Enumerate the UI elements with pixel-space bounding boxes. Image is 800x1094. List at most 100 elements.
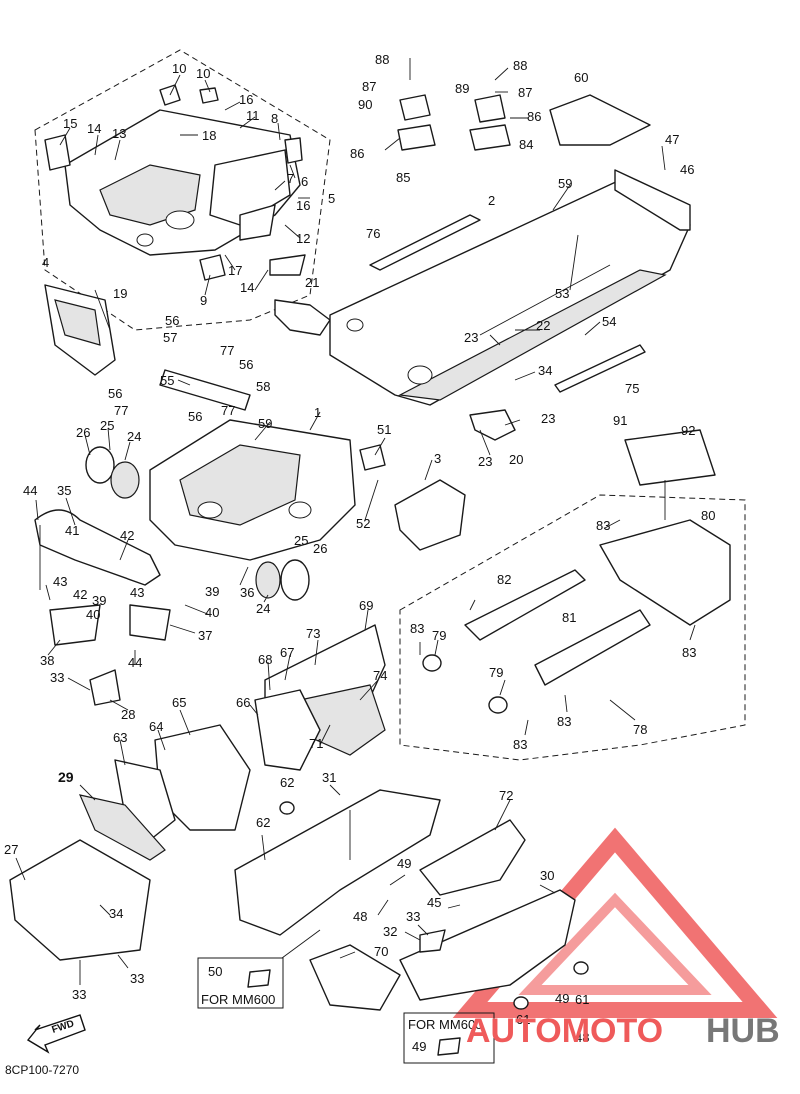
grommet-61a (513, 996, 529, 1010)
forward-arrow-icon: FWD (26, 1014, 86, 1054)
plate-51 (359, 444, 386, 471)
watermark-wordmark: AUTOMOTO HUB (466, 1012, 780, 1050)
callout-22: 22 (536, 318, 550, 333)
callout-25b: 25 (294, 533, 308, 548)
callout-83b: 83 (410, 621, 424, 636)
callout-16a: 16 (239, 92, 253, 107)
callout-83d: 83 (557, 714, 571, 729)
callout-43b: 43 (130, 585, 144, 600)
callout-31: 31 (322, 770, 336, 785)
callout-6: 6 (301, 174, 308, 189)
bracket-28 (89, 669, 121, 706)
belly-pan-30 (399, 889, 576, 1001)
callout-83e: 83 (513, 737, 527, 752)
callout-39a: 39 (205, 584, 219, 599)
callout-10a: 10 (172, 61, 186, 76)
callout-51: 51 (377, 422, 391, 437)
callout-91: 91 (613, 413, 627, 428)
callout-58: 58 (256, 379, 270, 394)
callout-9: 9 (200, 293, 207, 308)
callout-33d: 33 (406, 909, 420, 924)
callout-20: 20 (509, 452, 523, 467)
callout-24a: 24 (127, 429, 141, 444)
boot-24-25-upper (85, 446, 140, 499)
callout-79b: 79 (489, 665, 503, 680)
tunnel-frame-2 (329, 179, 691, 406)
callout-53: 53 (555, 286, 569, 301)
callout-77c: 77 (221, 403, 235, 418)
callout-18: 18 (202, 128, 216, 143)
callout-40a: 40 (205, 605, 219, 620)
group-outline-rear-cover (399, 494, 746, 761)
callout-57: 57 (163, 330, 177, 345)
callout-45: 45 (427, 895, 441, 910)
callout-43a: 43 (53, 574, 67, 589)
callout-82: 82 (497, 572, 511, 587)
callout-24b: 24 (256, 601, 270, 616)
mount-90 (399, 94, 431, 121)
callout-33c: 33 (72, 987, 86, 1002)
callout-88a: 88 (375, 52, 389, 67)
callout-77a: 77 (220, 343, 234, 358)
callout-77b: 77 (114, 403, 128, 418)
callout-86b: 86 (527, 109, 541, 124)
callout-29: 29 (58, 769, 74, 785)
callout-7: 7 (287, 171, 294, 186)
callout-60: 60 (574, 70, 588, 85)
callout-56b: 56 (108, 386, 122, 401)
diagram-code: 8CP100-7270 (5, 1063, 79, 1077)
callout-70: 70 (374, 944, 388, 959)
callout-85: 85 (396, 170, 410, 185)
callout-48b: 48 (575, 1030, 589, 1045)
callout-38: 38 (40, 653, 54, 668)
callout-84: 84 (519, 137, 533, 152)
callout-78: 78 (633, 722, 647, 737)
bumper-79a (422, 654, 442, 672)
callout-14b: 14 (240, 280, 254, 295)
callout-44a: 44 (23, 483, 37, 498)
callout-26b: 26 (313, 541, 327, 556)
callout-35: 35 (57, 483, 71, 498)
callout-72: 72 (499, 788, 513, 803)
callout-34b: 34 (538, 363, 552, 378)
mount-89 (474, 94, 506, 123)
callout-23c: 23 (478, 454, 492, 469)
callout-54: 54 (602, 314, 616, 329)
callout-62b: 62 (256, 815, 270, 830)
callout-21: 21 (305, 275, 319, 290)
group-outline-front-frame (34, 49, 331, 331)
callout-23b: 23 (541, 411, 555, 426)
pad-60 (549, 94, 651, 146)
callout-59a: 59 (558, 176, 572, 191)
leader-lines (15, 58, 696, 985)
callout-42b: 42 (73, 587, 87, 602)
callout-63: 63 (113, 730, 127, 745)
callout-92: 92 (681, 423, 695, 438)
callout-79a: 79 (432, 628, 446, 643)
callout-17: 17 (228, 263, 242, 278)
callout-81: 81 (562, 610, 576, 625)
callout-61b: 61 (575, 992, 589, 1007)
callout-89: 89 (455, 81, 469, 96)
callout-28: 28 (121, 707, 135, 722)
strip-76 (369, 214, 481, 271)
nose-27 (9, 839, 151, 961)
cover-80 (599, 519, 731, 626)
callout-86a: 86 (350, 146, 364, 161)
callout-75: 75 (625, 381, 639, 396)
bracket-38 (49, 604, 101, 646)
callout-26a: 26 (76, 425, 90, 440)
callout-87a: 87 (362, 79, 376, 94)
callout-5: 5 (328, 191, 335, 206)
svg-text:HUB: HUB (706, 1012, 780, 1050)
bracket-37 (129, 604, 171, 641)
callout-25a: 25 (100, 418, 114, 433)
callout-67: 67 (280, 645, 294, 660)
belly-pan-31 (234, 789, 441, 936)
callout-4: 4 (42, 255, 49, 270)
rail-82 (464, 569, 586, 641)
callout-83c: 83 (682, 645, 696, 660)
callout-74: 74 (373, 668, 387, 683)
callout-59b: 59 (258, 416, 272, 431)
grille-29 (78, 794, 166, 861)
